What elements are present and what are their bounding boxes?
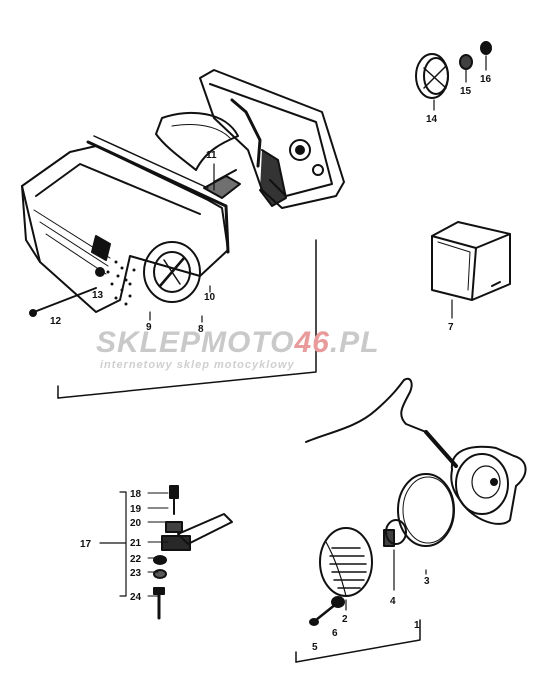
- callout-labels: 1 2 3 4 5 6 7 8 9 10 11 12 13 14 15 16 1…: [50, 74, 492, 653]
- terminal-bracket: [99, 485, 233, 620]
- callout-13: 13: [92, 290, 104, 301]
- watermark-tagline: internetowy sklep motocyklowy: [100, 359, 295, 371]
- watermark-brand-left: SKLEPMOTO: [96, 326, 295, 359]
- watermark-brand: SKLEPMOTO46.PL: [96, 326, 380, 360]
- watermark-brand-right: .PL: [329, 326, 380, 359]
- relay-box: [431, 221, 511, 319]
- callout-12: 12: [50, 316, 62, 327]
- small-lamp-cap: [415, 41, 492, 111]
- callout-21: 21: [130, 538, 142, 549]
- callout-20: 20: [130, 518, 142, 529]
- callout-23: 23: [130, 568, 142, 579]
- callout-2: 2: [342, 614, 348, 625]
- callout-15: 15: [460, 86, 472, 97]
- callout-5: 5: [312, 642, 318, 653]
- callout-19: 19: [130, 504, 142, 515]
- callout-8: 8: [198, 324, 204, 335]
- watermark-brand-red: 46: [294, 326, 330, 359]
- callout-7: 7: [448, 322, 454, 333]
- callout-6: 6: [332, 628, 338, 639]
- lamp-assembly-upper: [21, 69, 345, 399]
- callout-16: 16: [480, 74, 492, 85]
- callout-4: 4: [390, 596, 396, 607]
- callout-24: 24: [130, 592, 142, 603]
- callout-1: 1: [414, 620, 420, 631]
- turn-signal-assembly: [295, 377, 527, 663]
- callout-11: 11: [206, 150, 217, 161]
- callout-9: 9: [146, 322, 152, 333]
- watermark: SKLEPMOTO46.PL internetowy sklep motocyk…: [96, 326, 466, 378]
- callout-14: 14: [426, 114, 438, 125]
- callout-17: 17: [80, 539, 92, 550]
- callout-3: 3: [424, 576, 430, 587]
- callout-18: 18: [130, 489, 142, 500]
- callout-22: 22: [130, 554, 142, 565]
- callout-10: 10: [204, 292, 216, 303]
